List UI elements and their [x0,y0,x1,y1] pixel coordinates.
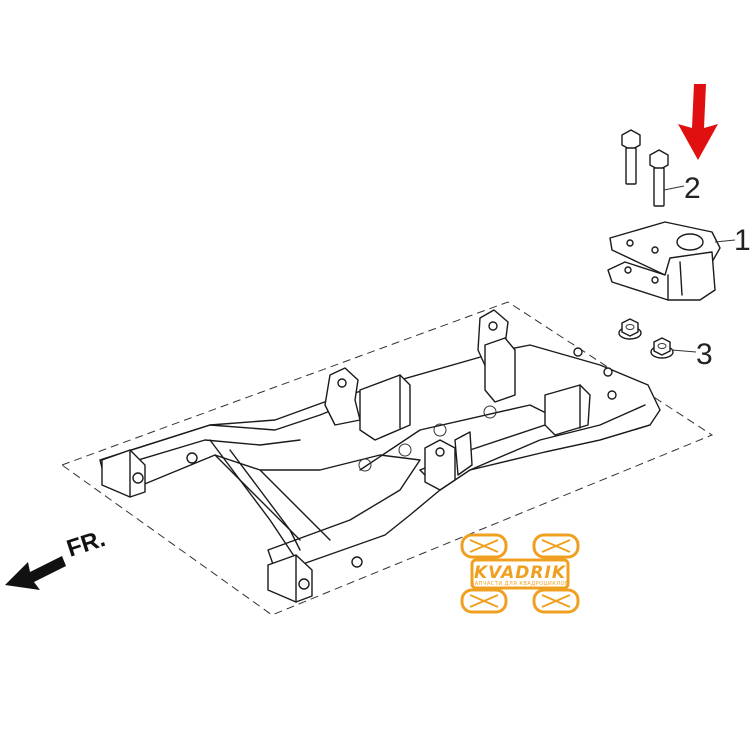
bolt-left [621,129,641,185]
callout-2: 2 [684,172,701,205]
assembly-boundary [60,301,714,616]
watermark-brand: KVADRIK [474,563,567,583]
bolt-right [649,149,669,207]
red-highlight-arrow-icon [678,84,718,160]
rear-frame [99,309,661,603]
callout-3: 3 [696,338,713,371]
callout-1: 1 [734,224,750,257]
mounting-bracket [607,221,721,301]
watermark-tagline: ЗАПЧАСТИ ДЛЯ КВАДРОЦИКЛОВ [471,581,569,587]
leader-lines [663,185,736,353]
front-direction-arrow-icon [5,556,66,590]
front-direction-label: FR. [64,525,109,563]
flange-nut-lower [650,337,674,359]
kvadrik-watermark-logo: KVADRIK ЗАПЧАСТИ ДЛЯ КВАДРОЦИКЛОВ [460,533,580,614]
flange-nut-upper [618,318,642,340]
